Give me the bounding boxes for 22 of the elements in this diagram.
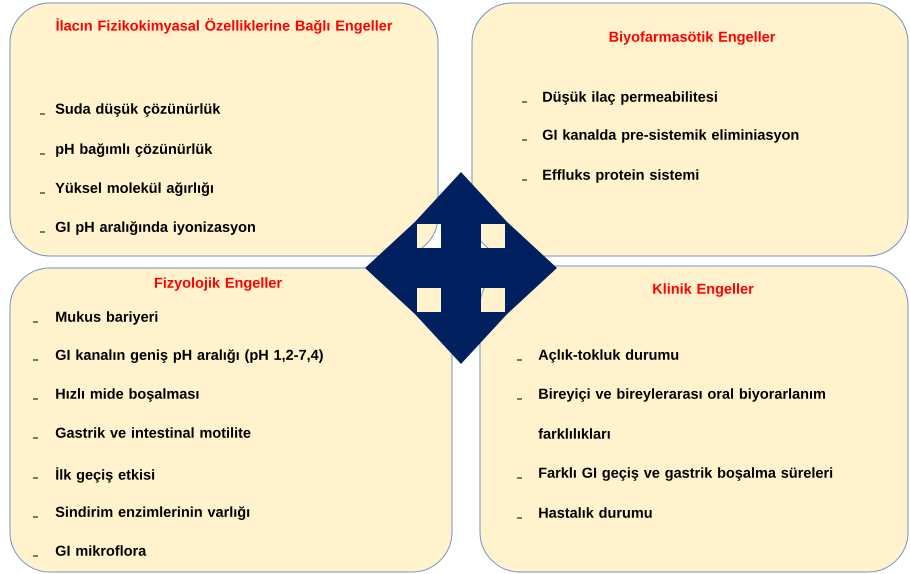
list-item: GI mikroflora [56,545,146,556]
list-item: Düşük ilaç permeabilitesi [543,91,717,105]
list-item: İlk geçiş etkisi [56,467,154,483]
list-item: GI kanalın geniş pH aralığı (pH 1,2-7,4) [56,349,323,363]
panel-heading: İlacın Fizikokimyasal Özelliklerine Bağlı Engeller [56,18,392,34]
list-item: Açlık-tokluk durumu [538,349,678,363]
list-item: Sindirim enzimlerinin varlığı [56,506,250,520]
list-item: Suda düşük çözünürlük [56,103,220,117]
list-item: Hastalık durumu [539,507,652,518]
list-item: Hızlı mide boşalması [56,388,198,402]
list-item: Gastrik ve intestinal motilite [56,427,250,438]
list-item: pH bağımlı çözünürlük [56,143,212,157]
list-item: Farklı GI geçiş ve gastrik boşalma süreleri [539,467,832,481]
list-item: Bireyiçi ve bireylerarası oral biyorarlanım farklılıkları [538,388,826,439]
panel-heading: Biyofarmasötik Engeller [610,31,776,45]
list-item: GI pH aralığında iyonizasyon [56,221,255,235]
list-item: Mukus bariyeri [56,311,158,325]
list-item: Effluks protein sistemi [543,169,698,183]
list-item: Yüksel molekül ağırlığı [55,182,213,196]
list-item: GI kanalda pre-sistemik eliminiasyon [542,129,798,143]
panel-heading: Fizyolojik Engeller [154,277,282,291]
panel-heading: Klinik Engeller [653,283,754,297]
